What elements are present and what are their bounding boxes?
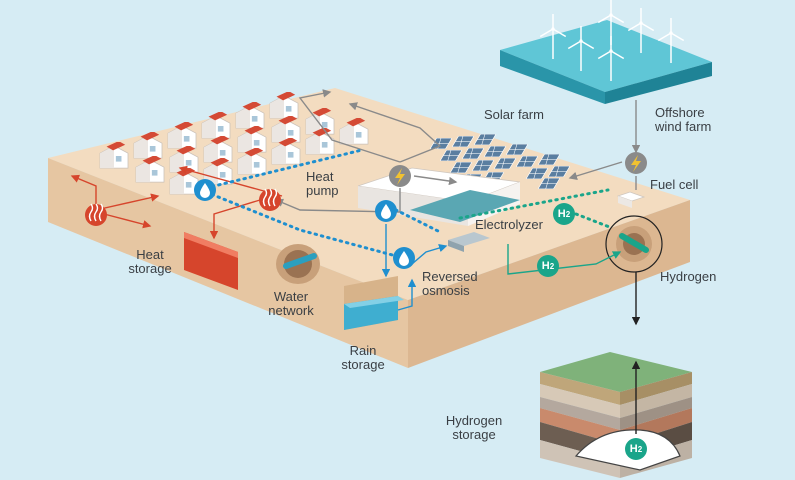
h2-badge-subscript: 2 (565, 210, 571, 219)
label-water-network: Water network (268, 289, 314, 318)
h2-badge-subscript: 2 (637, 445, 643, 454)
heat-wave-icon (259, 188, 281, 211)
label-offshore-wind-farm: Offshore wind farm (655, 105, 712, 134)
offshore-sea (500, 20, 712, 104)
label-hydrogen: Hydrogen (660, 269, 717, 284)
water-network-pipe (276, 244, 320, 284)
water-drop-icon (194, 179, 216, 201)
fuel-cell-unit (616, 191, 646, 208)
lightning-icon (389, 165, 411, 187)
water-drop-icon (393, 247, 415, 269)
hydrogen-storage-block (540, 352, 692, 478)
label-solar-farm: Solar farm (484, 107, 544, 122)
label-heat-pump: Heat pump (306, 169, 339, 198)
ground-block (48, 88, 690, 368)
hydrogen-flow-lines (458, 188, 614, 230)
h2-badge-icon: H2 (553, 203, 575, 225)
h2-badge-letter: H (557, 208, 566, 220)
power-flow-lines (274, 89, 641, 213)
label-reversed-osmosis: Reversed osmosis (422, 269, 478, 298)
label-rain-storage: Rain storage (341, 343, 385, 372)
h2-badge-letter: H (541, 260, 550, 272)
electrolyzer-unit (448, 232, 490, 252)
lightning-icon (625, 152, 647, 174)
rain-storage-tank (344, 276, 404, 330)
heat-storage-tank (184, 232, 238, 290)
water-drop-icon (375, 200, 397, 222)
label-hydrogen-storage: Hydrogen storage (445, 413, 503, 442)
label-electrolyzer: Electrolyzer (475, 217, 543, 232)
h2-badge-letter: H (629, 443, 638, 455)
water-pipe-lines (381, 224, 448, 311)
label-fuel-cell: Fuel cell (650, 177, 699, 192)
h2-badge-subscript: 2 (549, 262, 555, 271)
heat-wave-icon (85, 203, 107, 226)
h2-badge-icon: H2 (537, 255, 559, 277)
label-heat-storage: Heat storage (128, 247, 172, 276)
hydrogen-pipe (605, 215, 663, 273)
h2-badge-icon: H2 (625, 438, 647, 460)
